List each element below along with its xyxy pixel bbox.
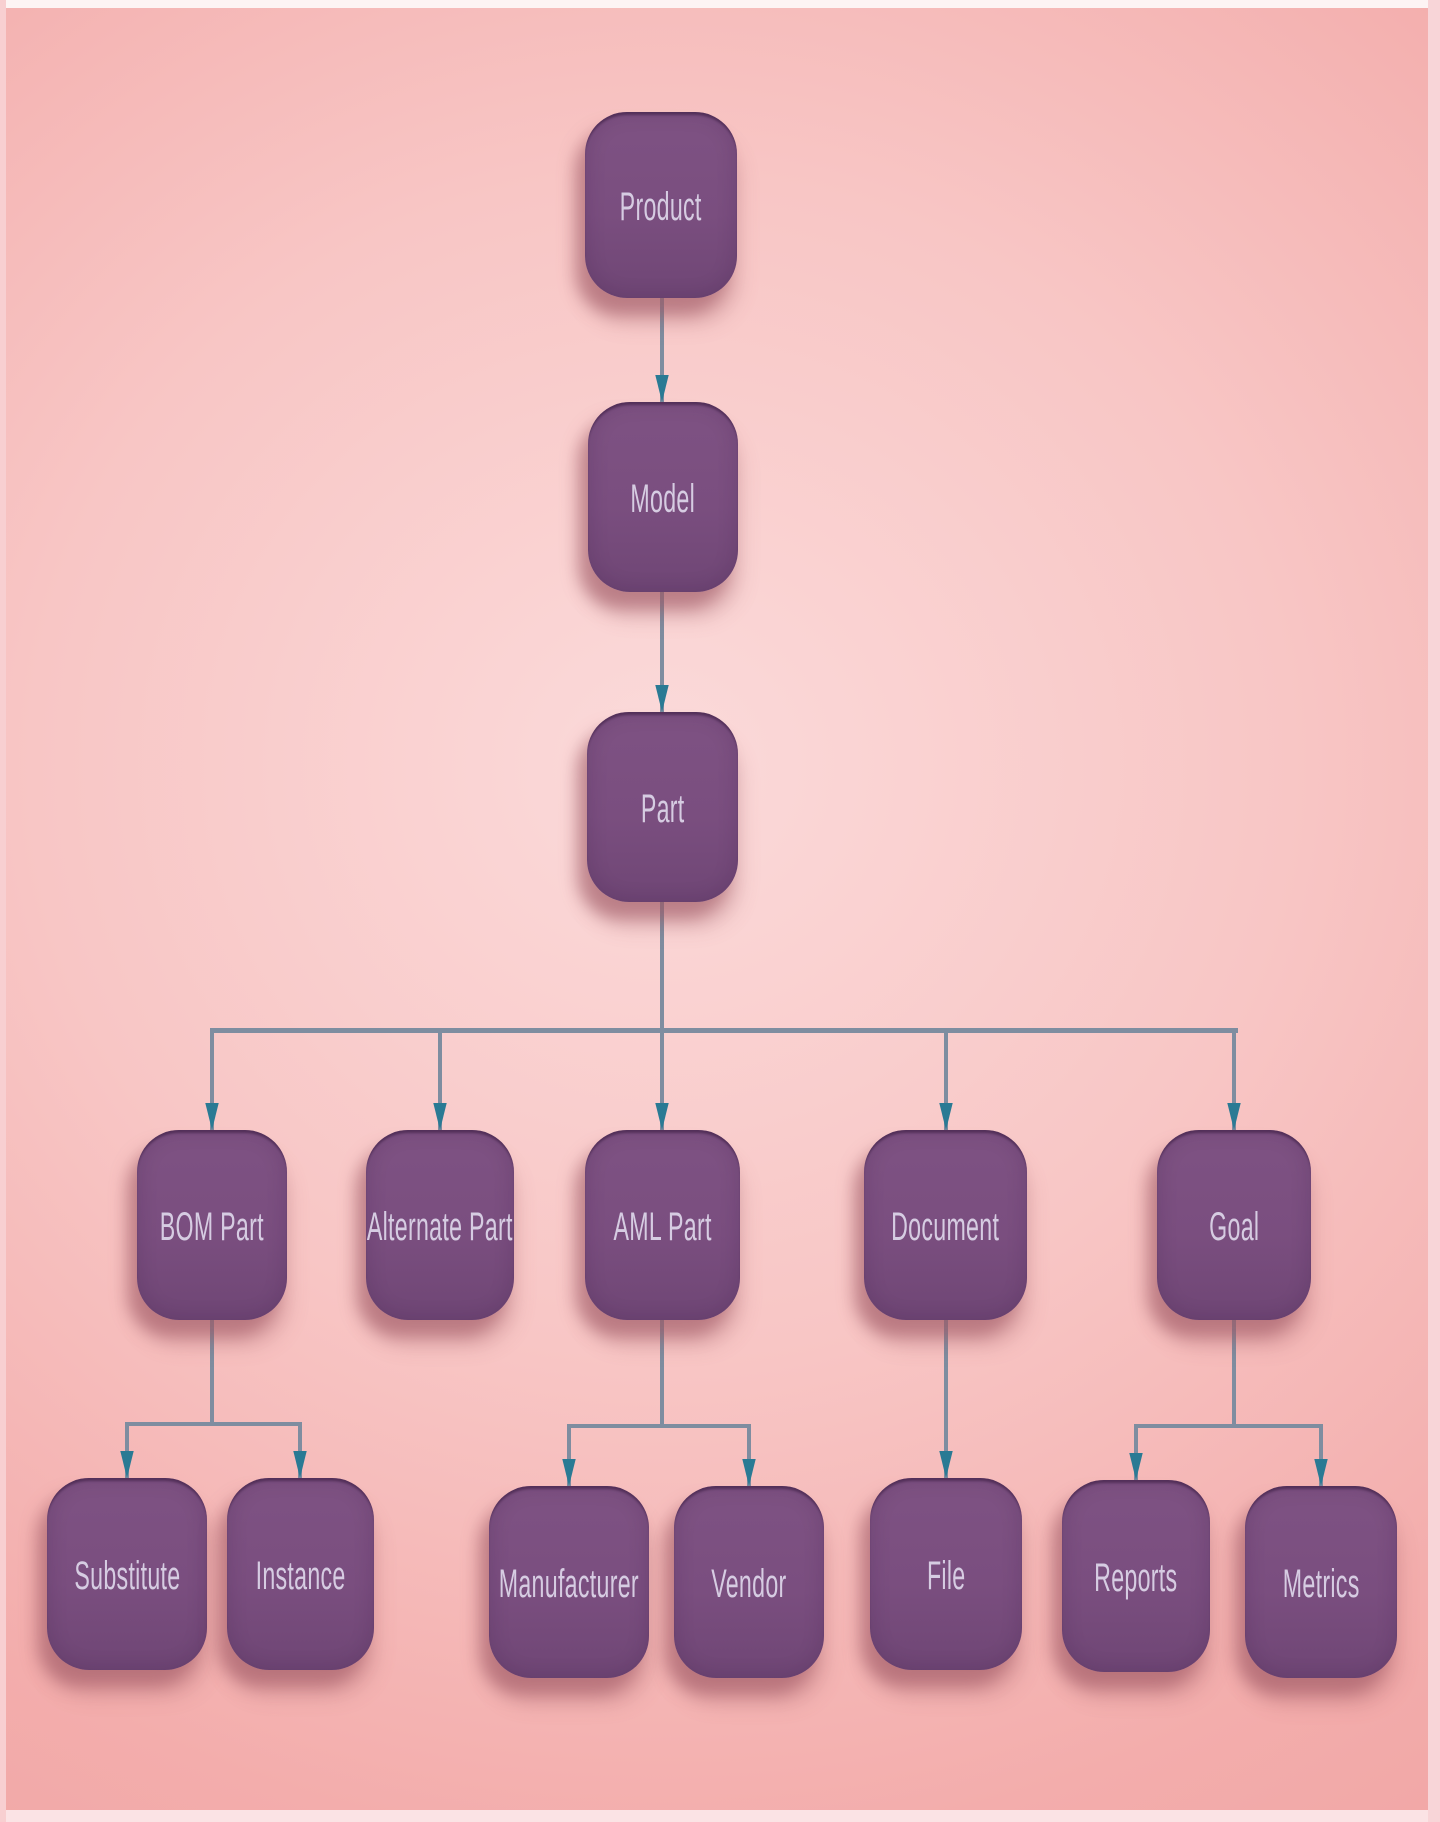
edge-part-branch-stem-line <box>660 900 664 1030</box>
edge-bom-part-instance-arrowhead-icon <box>293 1451 307 1478</box>
node-reports-label: Reports <box>1094 1556 1178 1600</box>
edge-goal-branch-rail-line <box>1134 1424 1323 1428</box>
node-goal[interactable]: Goal <box>1157 1130 1311 1320</box>
edge-part-document-arrowhead-icon <box>939 1103 953 1130</box>
node-vendor-label: Vendor <box>711 1562 787 1606</box>
node-part[interactable]: Part <box>587 712 738 902</box>
edge-bom-part-substitute-arrowhead-icon <box>120 1451 134 1478</box>
node-aml-part-label: AML Part <box>613 1205 712 1249</box>
edge-part-branch-rail-line <box>210 1028 1238 1033</box>
frame-edge-top <box>0 0 1440 8</box>
node-product[interactable]: Product <box>585 112 737 298</box>
edge-bom-part-branch-rail-line <box>125 1422 302 1426</box>
edge-aml-part-vendor-line <box>747 1426 751 1486</box>
edge-aml-part-manufacturer-line <box>567 1426 571 1486</box>
edge-aml-part-branch-rail-line <box>567 1424 751 1428</box>
edge-product-model-line <box>660 296 664 402</box>
node-manufacturer-label: Manufacturer <box>498 1562 640 1606</box>
node-product-label: Product <box>619 185 702 229</box>
edge-model-part-arrowhead-icon <box>655 685 669 712</box>
edge-goal-reports-arrowhead-icon <box>1129 1453 1143 1480</box>
node-instance-label: Instance <box>255 1554 346 1598</box>
frame-edge-left <box>0 0 6 1822</box>
node-manufacturer[interactable]: Manufacturer <box>489 1486 649 1678</box>
edge-aml-part-branch-stem-line <box>660 1320 664 1426</box>
edge-goal-branch-stem-line <box>1232 1320 1236 1426</box>
edge-goal-metrics-arrowhead-icon <box>1314 1459 1328 1486</box>
edge-part-alternate-part-line <box>438 1030 442 1130</box>
edge-document-file-line <box>944 1320 948 1478</box>
node-document-label: Document <box>891 1205 1000 1249</box>
node-substitute-label: Substitute <box>73 1554 181 1598</box>
edge-part-alternate-part-arrowhead-icon <box>433 1103 447 1130</box>
node-metrics-label: Metrics <box>1282 1562 1360 1606</box>
node-part-label: Part <box>640 787 685 831</box>
edge-part-aml-part-arrowhead-icon <box>655 1103 669 1130</box>
node-alternate-part-label: Alternate Part <box>367 1205 513 1249</box>
edge-product-model-arrowhead-icon <box>655 375 669 402</box>
node-document[interactable]: Document <box>864 1130 1027 1320</box>
node-instance[interactable]: Instance <box>227 1478 374 1670</box>
frame-edge-right <box>1428 0 1440 1822</box>
node-goal-label: Goal <box>1208 1205 1260 1249</box>
edge-part-aml-part-line <box>660 1030 664 1130</box>
node-alternate-part[interactable]: Alternate Part <box>366 1130 514 1320</box>
frame-edge-bottom <box>0 1810 1440 1822</box>
node-file[interactable]: File <box>870 1478 1022 1670</box>
edge-document-file-arrowhead-icon <box>939 1451 953 1478</box>
node-bom-part-label: BOM Part <box>159 1205 265 1249</box>
edge-model-part-line <box>660 590 664 712</box>
node-bom-part[interactable]: BOM Part <box>137 1130 287 1320</box>
edge-bom-part-branch-stem-line <box>210 1320 214 1424</box>
node-file-label: File <box>926 1554 966 1598</box>
node-aml-part[interactable]: AML Part <box>585 1130 740 1320</box>
node-vendor[interactable]: Vendor <box>674 1486 824 1678</box>
node-metrics[interactable]: Metrics <box>1245 1486 1397 1678</box>
edge-aml-part-manufacturer-arrowhead-icon <box>562 1459 576 1486</box>
node-reports[interactable]: Reports <box>1062 1480 1210 1672</box>
edge-part-document-line <box>944 1030 948 1130</box>
edge-aml-part-vendor-arrowhead-icon <box>742 1459 756 1486</box>
edge-part-bom-part-line <box>210 1030 214 1130</box>
node-substitute[interactable]: Substitute <box>47 1478 207 1670</box>
edge-part-goal-line <box>1232 1030 1236 1130</box>
node-model[interactable]: Model <box>588 402 738 592</box>
edge-goal-metrics-line <box>1319 1426 1323 1486</box>
edge-part-goal-arrowhead-icon <box>1227 1103 1241 1130</box>
node-model-label: Model <box>630 477 696 521</box>
edge-part-bom-part-arrowhead-icon <box>205 1103 219 1130</box>
